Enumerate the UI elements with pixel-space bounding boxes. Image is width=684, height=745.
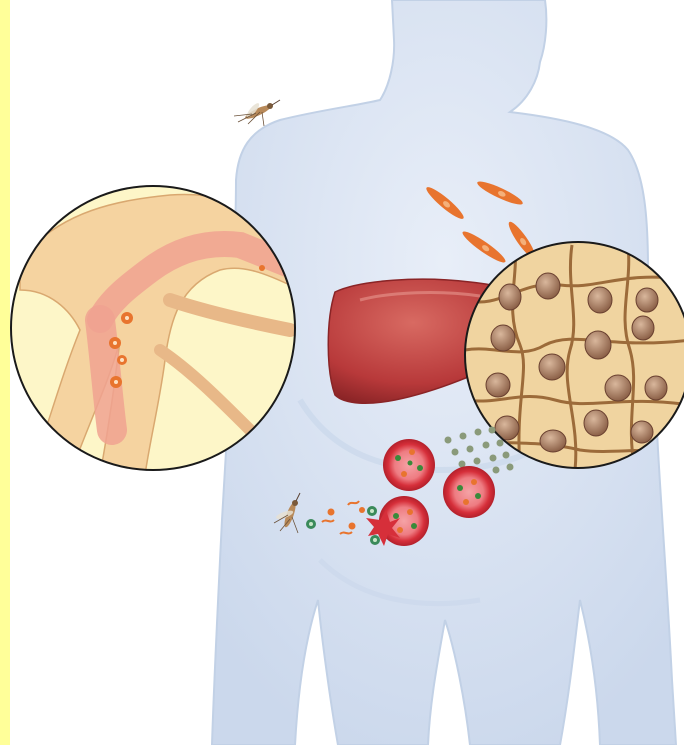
gametocyte-icon — [306, 519, 316, 529]
merozoite-icon — [497, 440, 504, 447]
merozoite-icon — [359, 507, 365, 513]
merozoite-icon — [474, 458, 481, 465]
red-blood-cell-icon — [443, 466, 495, 518]
merozoite-icon — [493, 467, 500, 474]
gametocyte-icon — [370, 535, 380, 545]
merozoite-icon — [445, 437, 452, 444]
hepatocyte-inset — [465, 242, 684, 470]
merozoite-icon — [503, 452, 510, 459]
merozoite-icon — [467, 446, 474, 453]
merozoite-icon — [507, 464, 514, 471]
merozoite-icon — [483, 442, 490, 449]
merozoite-icon — [460, 433, 467, 440]
red-blood-cell-icon — [383, 439, 435, 491]
merozoite-icon — [349, 523, 356, 530]
merozoite-icon — [328, 509, 335, 516]
merozoite-icon — [489, 427, 496, 434]
merozoite-icon — [490, 455, 497, 462]
gametocyte-icon — [367, 506, 377, 516]
merozoite-icon — [452, 449, 459, 456]
merozoite-icon — [475, 429, 482, 436]
